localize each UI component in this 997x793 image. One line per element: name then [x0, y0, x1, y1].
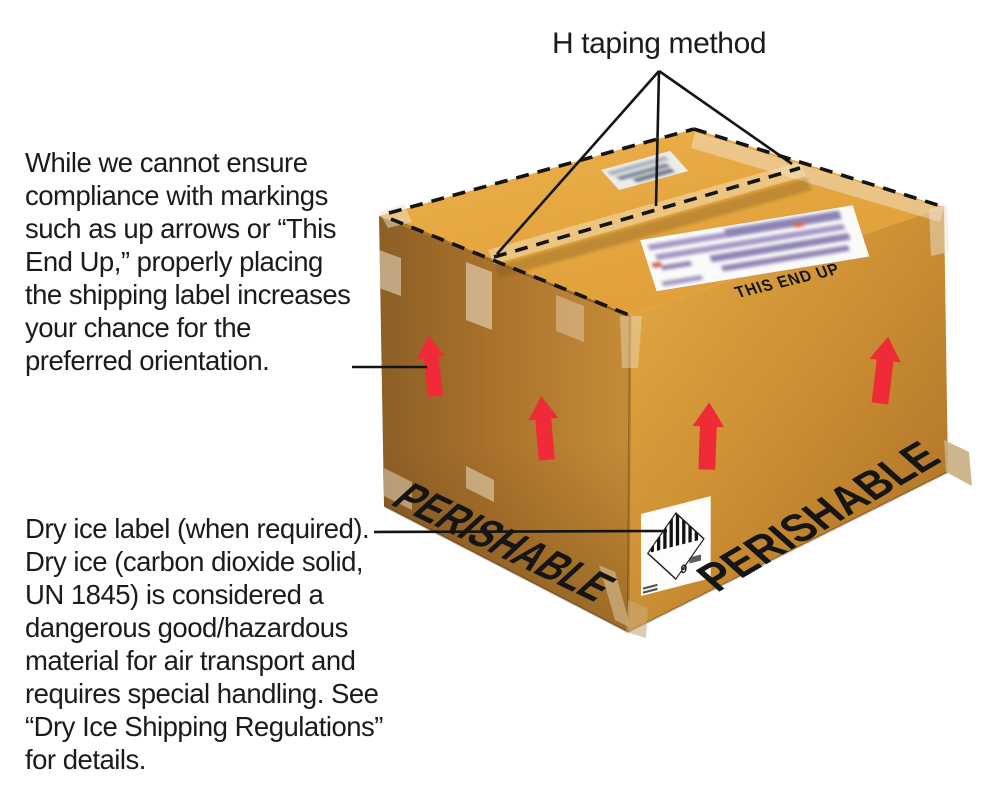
edge-crease-front-vertical — [626, 315, 632, 633]
tape-strip — [379, 250, 401, 296]
dry-ice-note-leader — [373, 529, 668, 534]
dry-ice-label: 9 — [641, 496, 711, 596]
tape-strip — [620, 316, 642, 368]
h-tape-back-left-edge — [388, 127, 695, 215]
seam-shadow — [494, 178, 812, 278]
tape-strip — [466, 262, 492, 330]
placement-note-text: While we cannot ensure compliance with m… — [25, 147, 351, 376]
h-taping-pointer-right — [658, 69, 793, 166]
edge-crease-bottom-right — [627, 471, 949, 633]
tape-strip — [944, 440, 972, 486]
edge-tape-back-right — [691, 132, 944, 222]
tape-strip — [384, 468, 412, 510]
box-left-face-bottom-shade — [379, 216, 630, 632]
shipping-label-text-blur — [647, 210, 851, 287]
tape-strip — [599, 565, 631, 628]
tape-strips — [379, 162, 972, 638]
h-taping-pointer-middle — [654, 70, 661, 207]
h-tape-center-seam — [493, 166, 801, 259]
shipping-label — [639, 204, 871, 292]
class9-number: 9 — [681, 561, 688, 577]
edge-crease-bottom-left — [383, 505, 629, 633]
h-taping-pointer-left — [496, 70, 660, 255]
tape-strip — [626, 600, 648, 638]
dry-ice-note-text: Dry ice label (when required). Dry ice (… — [25, 513, 383, 775]
h-tape-dashed-lines — [388, 127, 945, 317]
tape-strip — [929, 205, 949, 256]
tape-strip — [556, 295, 584, 342]
tape-strip — [379, 204, 412, 228]
leader-lines — [352, 69, 793, 534]
diagram-title: H taping method — [552, 27, 767, 60]
tape-strip — [466, 466, 494, 502]
